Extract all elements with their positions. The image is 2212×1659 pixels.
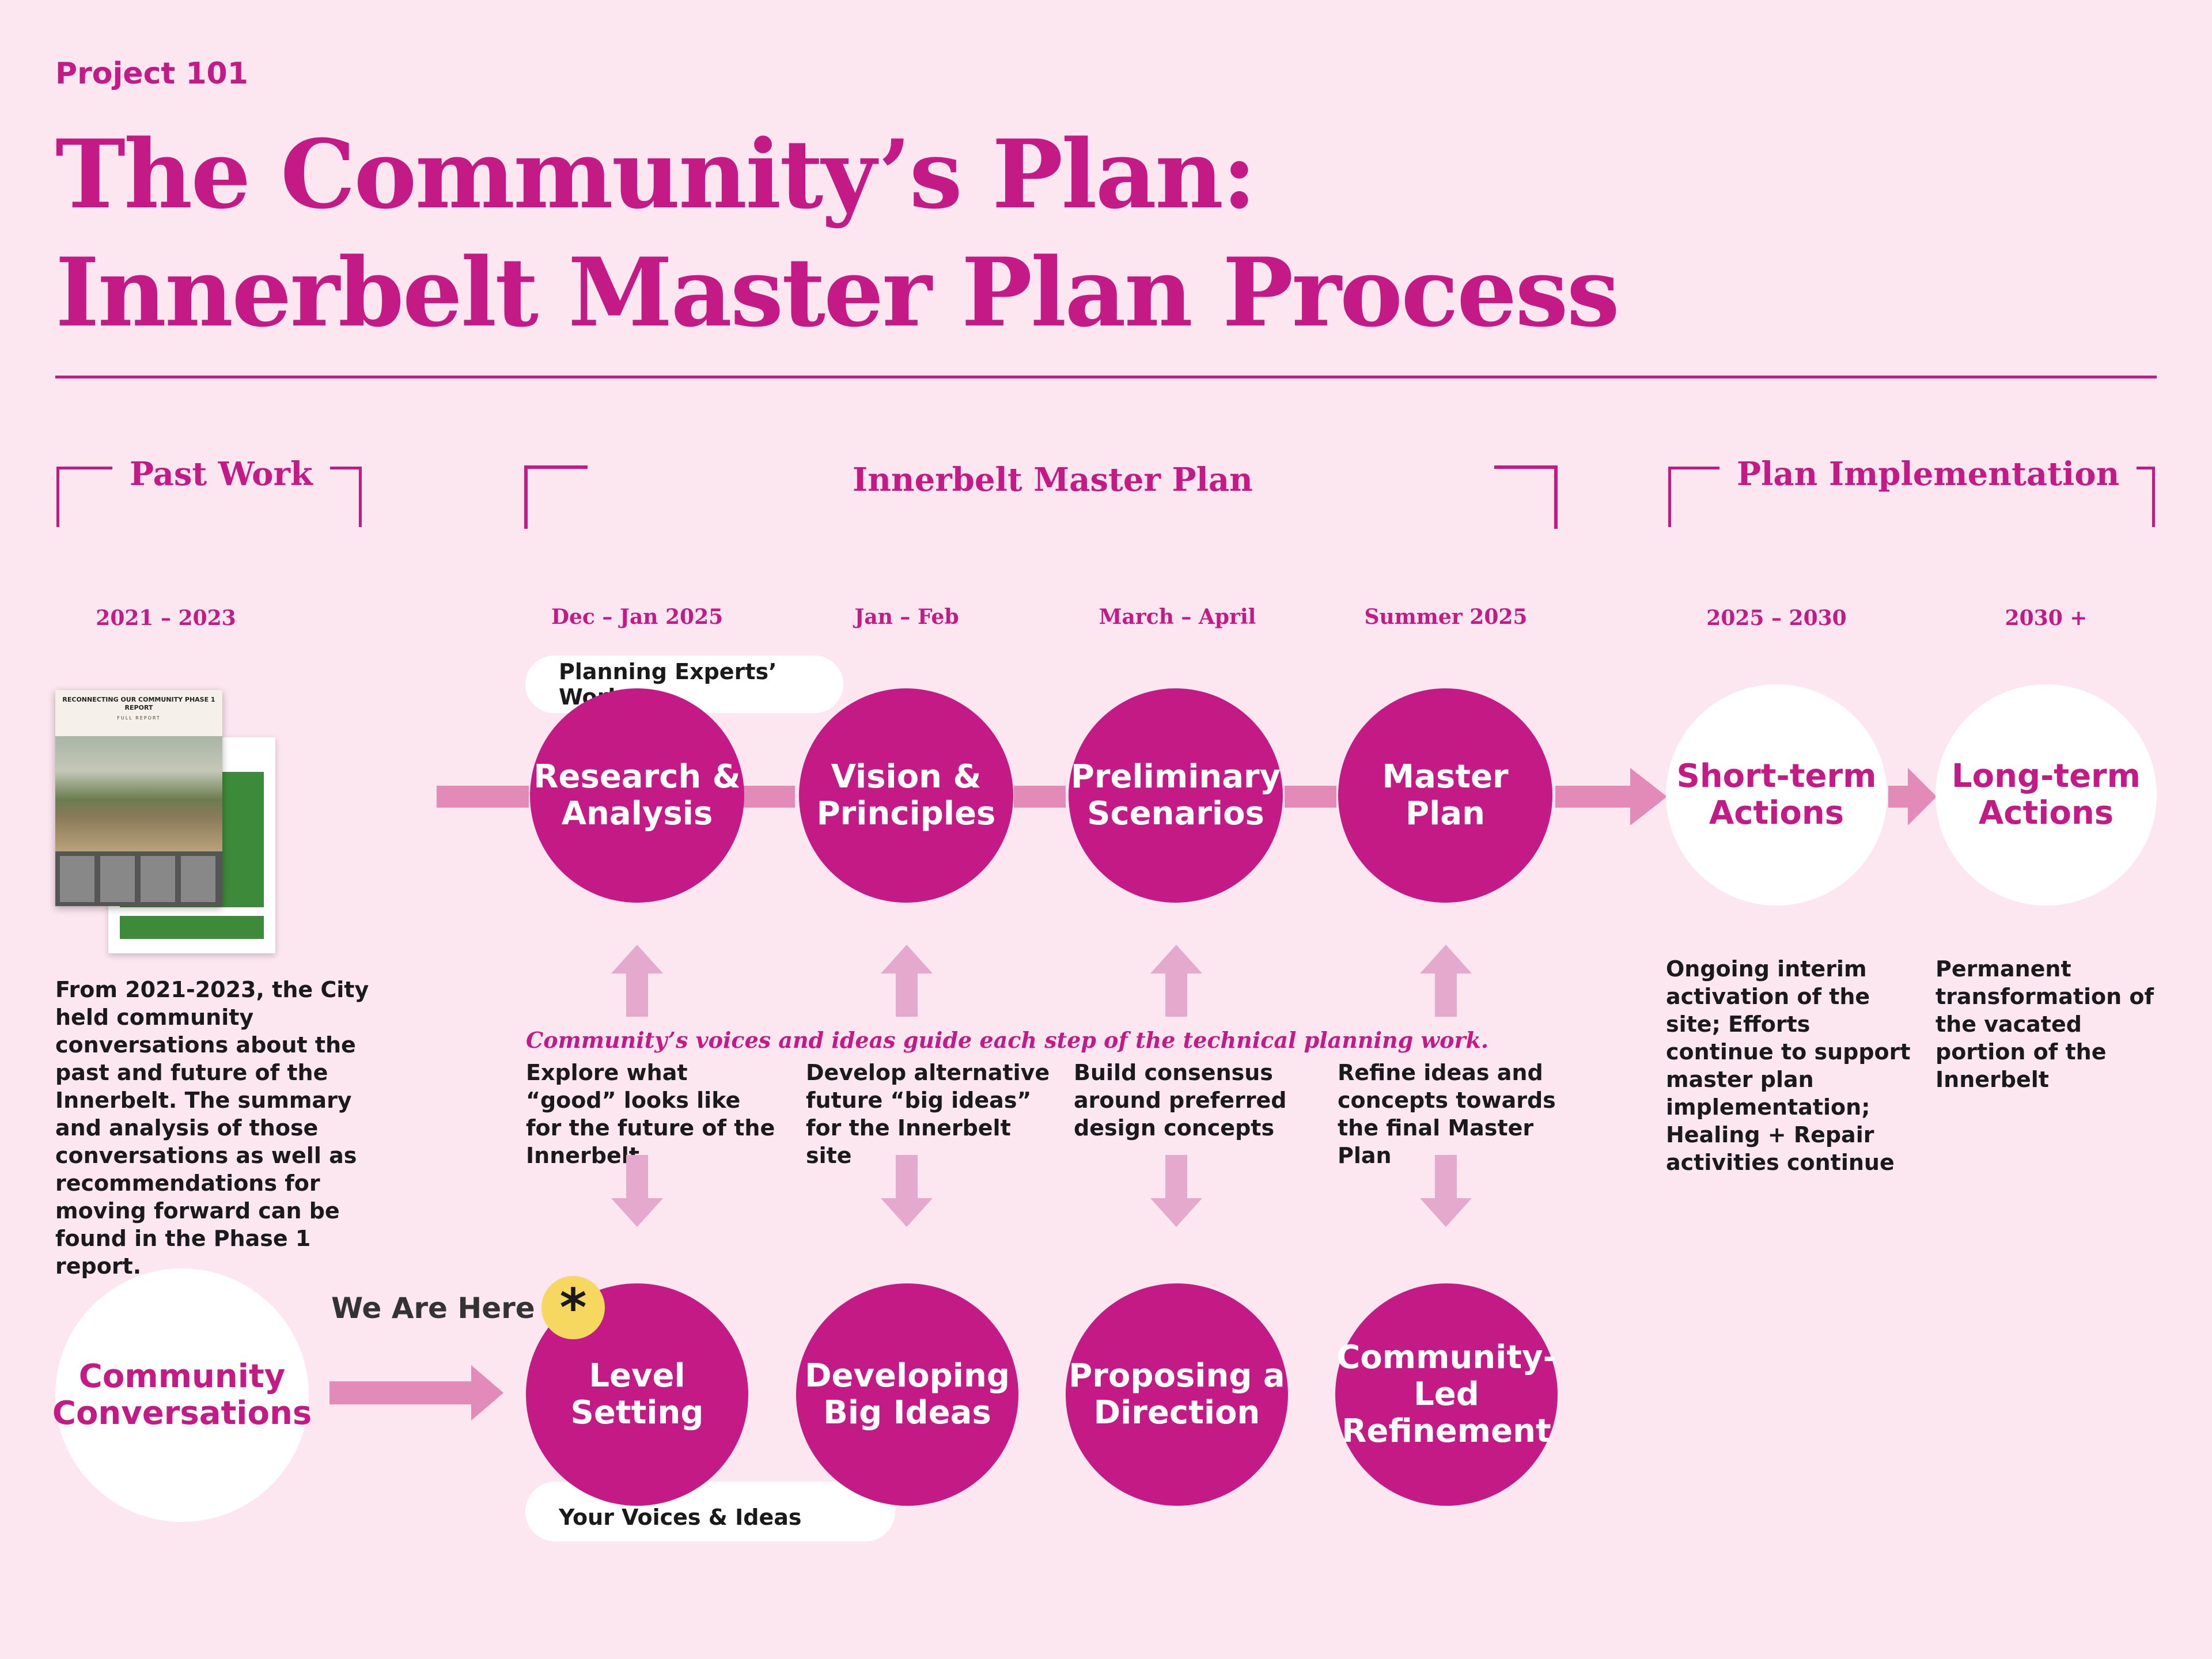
step-vision-principles: Vision & Principles xyxy=(799,688,1013,903)
desc-direction: Build consensus around preferred design … xyxy=(1074,1060,1287,1141)
date-short-term: 2025 – 2030 xyxy=(1706,606,1847,630)
arrow-down xyxy=(1150,1155,1202,1230)
arrow-to-long-term xyxy=(1888,768,1937,825)
arrow-to-level-setting xyxy=(329,1365,503,1421)
step-community-led-refinement: Community-Led Refinement xyxy=(1335,1283,1558,1506)
section-master-plan: Innerbelt Master Plan xyxy=(835,461,1270,499)
arrow-down xyxy=(1420,1155,1472,1230)
desc-past-work: From 2021-2023, the City held community … xyxy=(55,977,369,1279)
arrow-down xyxy=(611,1155,663,1230)
desc-refinement: Refine ideas and concepts towards the fi… xyxy=(1338,1060,1556,1168)
page-title: The Community’s Plan: Innerbelt Master P… xyxy=(55,115,1620,351)
report-title: RECONNECTING OUR COMMUNITY PHASE 1 REPOR… xyxy=(62,696,215,711)
connector-bar xyxy=(437,786,529,808)
date-long-term: 2030 + xyxy=(2005,606,2088,630)
master-plan-bracket-left xyxy=(524,465,588,529)
desc-short-term: Ongoing interim activation of the site; … xyxy=(1666,956,1911,1175)
date-master-plan: Summer 2025 xyxy=(1364,605,1528,629)
arrow-up xyxy=(881,945,933,1020)
step-master-plan: Master Plan xyxy=(1338,688,1552,903)
arrow-down xyxy=(881,1155,933,1230)
we-are-here-label: We Are Here xyxy=(331,1291,535,1325)
date-scenarios: March – April xyxy=(1099,605,1256,629)
date-past: 2021 – 2023 xyxy=(96,606,236,630)
title-line-2: Innerbelt Master Plan Process xyxy=(55,237,1620,348)
asterisk-icon: * xyxy=(541,1276,605,1339)
header-divider xyxy=(55,376,2157,378)
step-proposing-direction: Proposing a Direction xyxy=(1066,1283,1288,1506)
title-line-1: The Community’s Plan: xyxy=(55,119,1257,230)
connector-bar xyxy=(743,786,795,808)
phase-1-report-image: RECONNECTING OUR COMMUNITY PHASE 1 REPOR… xyxy=(55,690,286,955)
connector-bar xyxy=(1014,786,1066,808)
step-developing-big-ideas: Developing Big Ideas xyxy=(796,1283,1018,1506)
arrow-up xyxy=(1150,945,1202,1020)
date-vision: Jan – Feb xyxy=(854,605,959,629)
community-conversations-circle: Community Conversations xyxy=(52,1268,312,1522)
arrow-up xyxy=(1420,945,1472,1020)
report-subtitle: FULL REPORT xyxy=(117,715,161,721)
section-implementation: Plan Implementation xyxy=(1719,455,2137,493)
connector-bar xyxy=(1285,786,1336,808)
desc-long-term: Permanent transformation of the vacated … xyxy=(1936,956,2154,1092)
report-cover: RECONNECTING OUR COMMUNITY PHASE 1 REPOR… xyxy=(55,690,222,906)
report-photo-strip xyxy=(55,851,222,906)
step-long-term-actions: Long-term Actions xyxy=(1936,684,2157,906)
report-cover-photo xyxy=(55,736,222,851)
section-past-work: Past Work xyxy=(112,455,330,493)
arrow-up xyxy=(611,945,663,1020)
project-label: Project 101 xyxy=(55,56,248,91)
step-short-term-actions: Short-term Actions xyxy=(1666,684,1887,906)
date-research: Dec – Jan 2025 xyxy=(551,605,724,629)
arrow-to-short-term xyxy=(1555,768,1667,825)
step-research-analysis: Research & Analysis xyxy=(530,688,744,903)
desc-level-setting: Explore what “good” looks like for the f… xyxy=(526,1060,775,1168)
step-preliminary-scenarios: Preliminary Scenarios xyxy=(1069,688,1283,903)
guide-text: Community’s voices and ideas guide each … xyxy=(526,1027,1489,1053)
master-plan-bracket-right xyxy=(1494,465,1558,529)
desc-big-ideas: Develop alternative future “big ideas” f… xyxy=(806,1060,1050,1168)
